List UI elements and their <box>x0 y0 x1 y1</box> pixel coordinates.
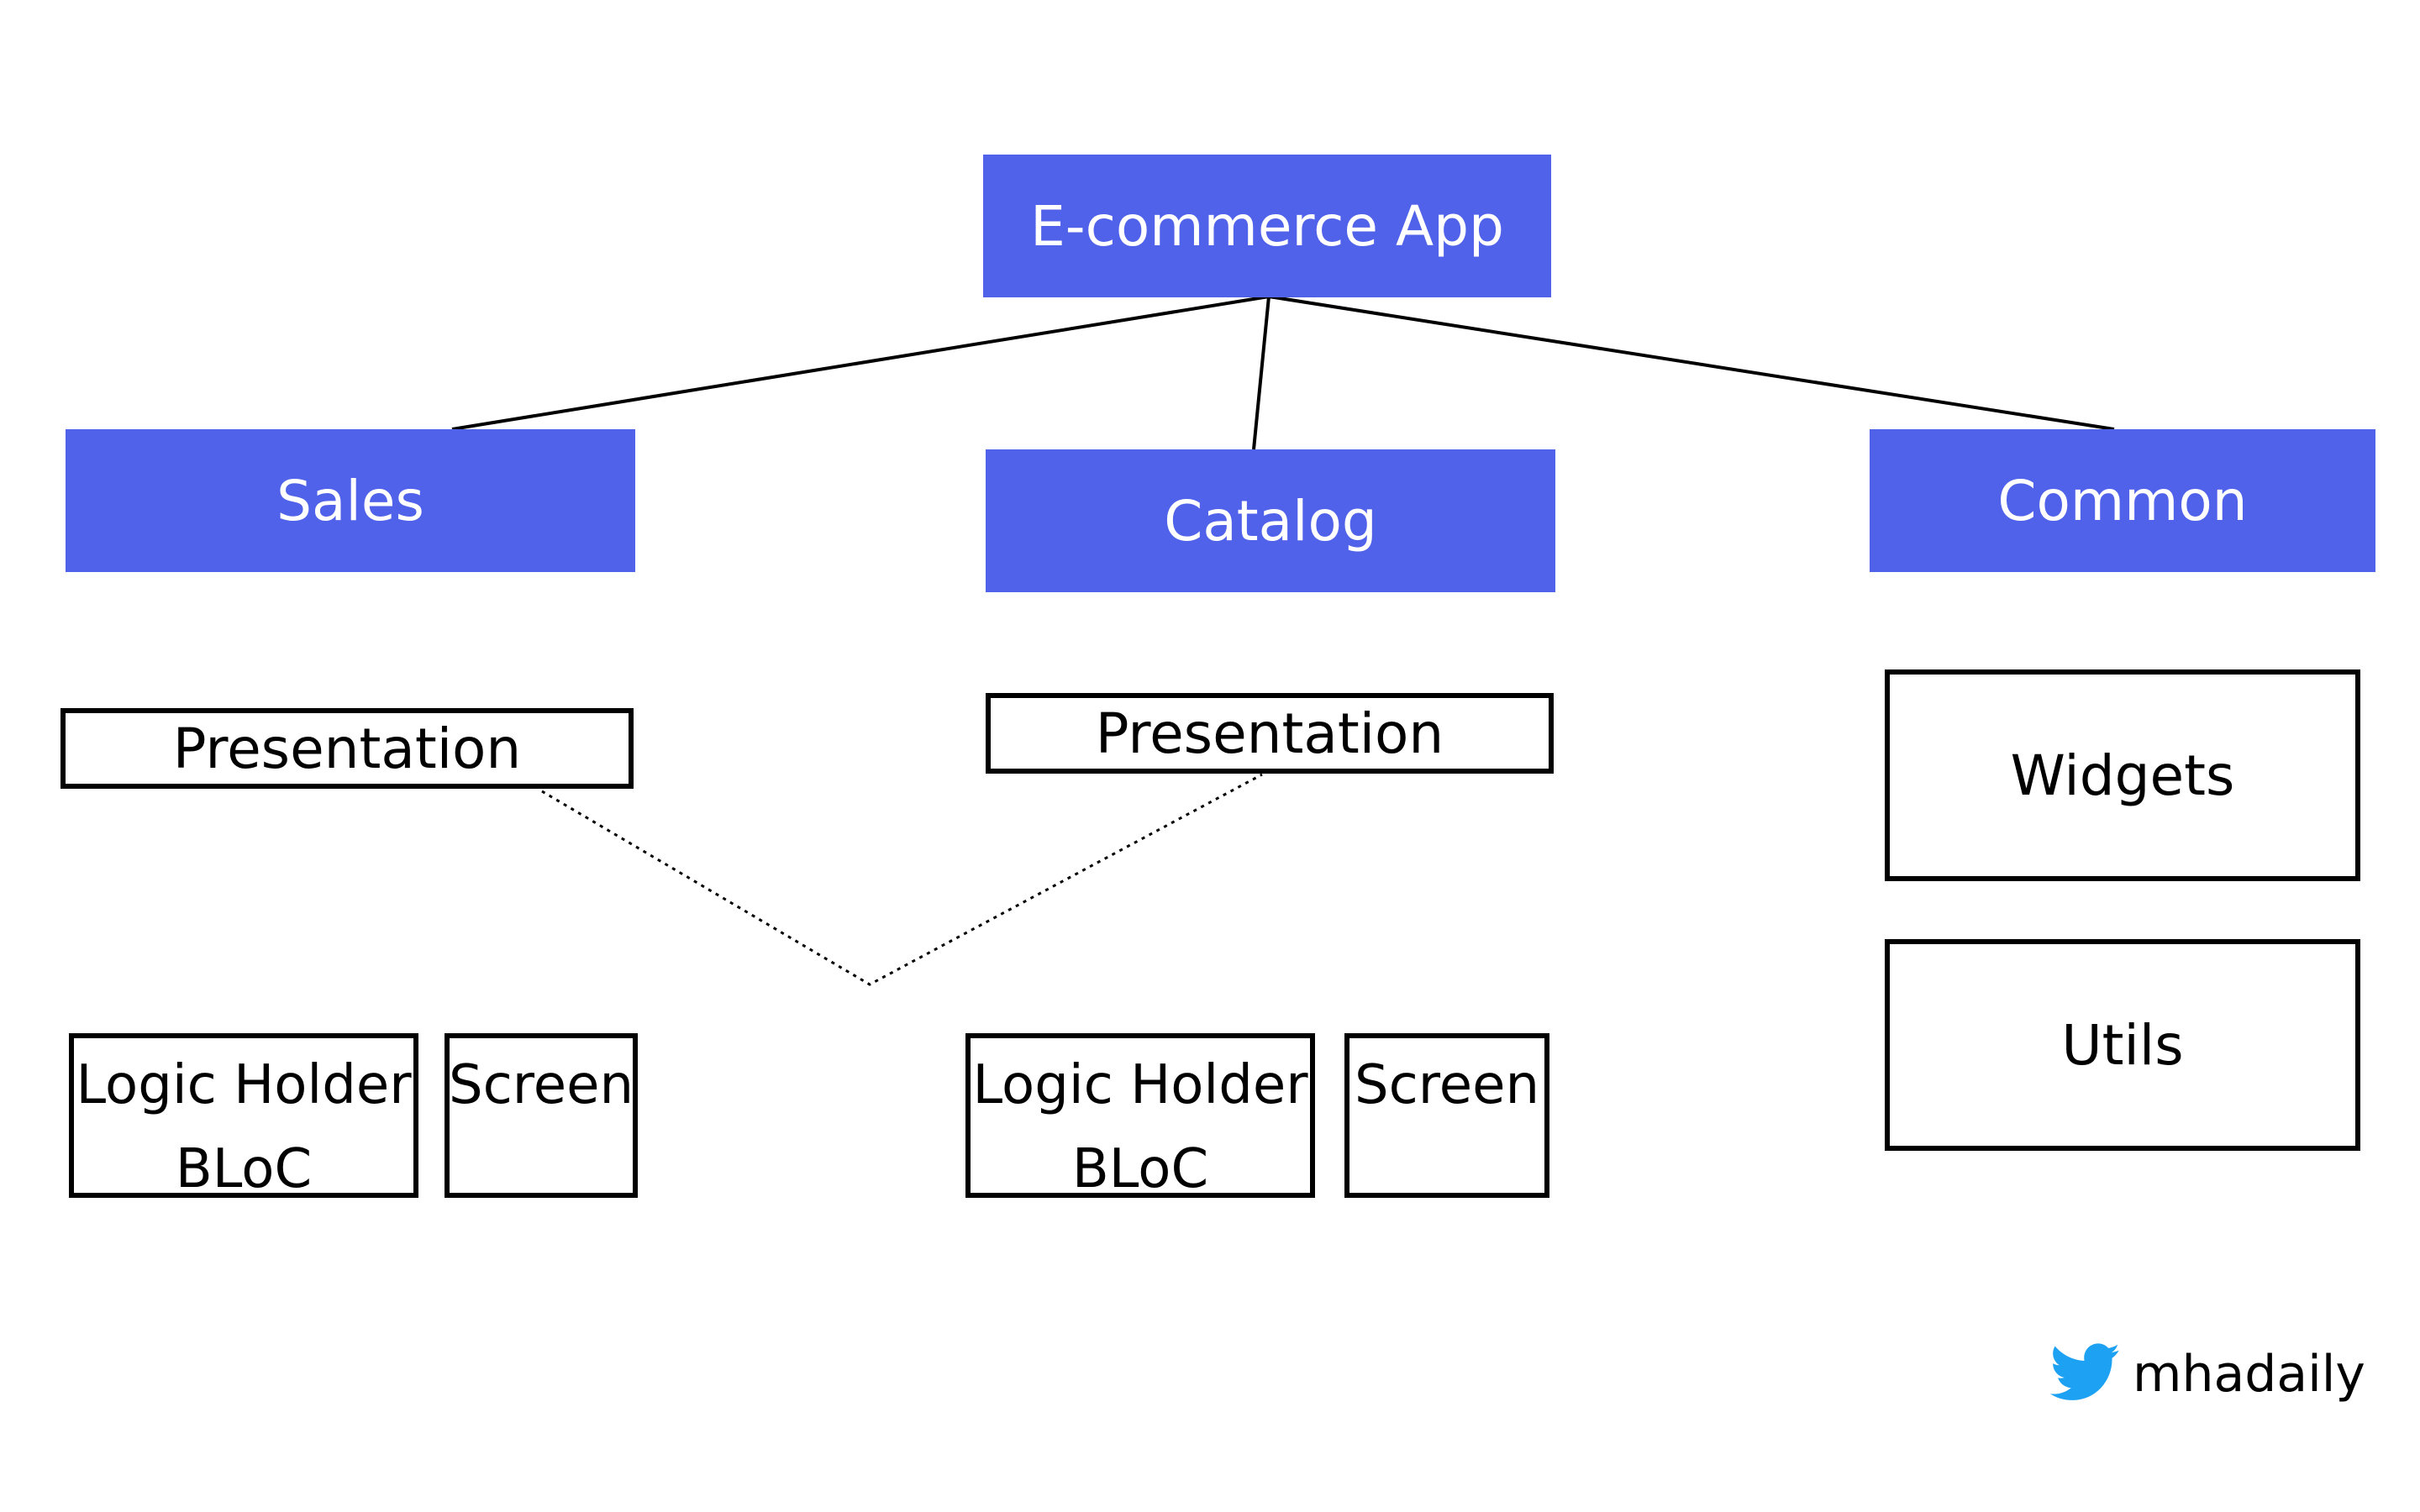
catalog-logic-holder-line2: BLoC <box>1071 1138 1209 1200</box>
root-node: E-commerce App <box>983 155 1551 297</box>
module-common: Common <box>1870 429 2375 572</box>
common-utils: Utils <box>1885 939 2360 1151</box>
common-widgets-label: Widgets <box>2010 743 2235 808</box>
module-common-label: Common <box>1997 468 2248 533</box>
sales-screen-label: Screen <box>448 1054 634 1116</box>
catalog-presentation-label: Presentation <box>1095 701 1444 766</box>
catalog-screen-label: Screen <box>1354 1054 1540 1116</box>
twitter-handle-label: mhadaily <box>2133 1345 2365 1404</box>
catalog-logic-holder: Logic Holder BLoC <box>965 1033 1315 1200</box>
connector-root-catalog <box>1252 296 1270 450</box>
common-widgets: Widgets <box>1885 669 2360 881</box>
module-catalog-label: Catalog <box>1164 488 1377 554</box>
sales-presentation-label: Presentation <box>172 716 522 781</box>
connector-root-common <box>1268 295 2115 431</box>
sales-logic-holder-line1: Logic Holder <box>76 1054 412 1116</box>
catalog-logic-holder-line1: Logic Holder <box>972 1054 1308 1116</box>
module-sales-label: Sales <box>276 468 424 533</box>
module-catalog: Catalog <box>986 449 1555 592</box>
twitter-handle[interactable]: mhadaily <box>2049 1342 2365 1406</box>
twitter-bird-icon <box>2049 1342 2121 1406</box>
module-sales: Sales <box>66 429 635 572</box>
connector-root-sales <box>451 295 1270 431</box>
catalog-screen: Screen <box>1344 1033 1549 1198</box>
common-utils-label: Utils <box>2061 1012 2184 1078</box>
dotted-connector-presentations <box>541 773 1263 986</box>
sales-logic-holder: Logic Holder BLoC <box>69 1033 418 1200</box>
sales-logic-holder-line2: BLoC <box>175 1138 313 1200</box>
sales-presentation: Presentation <box>60 708 634 789</box>
root-label: E-commerce App <box>1030 193 1504 259</box>
catalog-presentation: Presentation <box>986 693 1554 774</box>
sales-screen: Screen <box>445 1033 638 1198</box>
